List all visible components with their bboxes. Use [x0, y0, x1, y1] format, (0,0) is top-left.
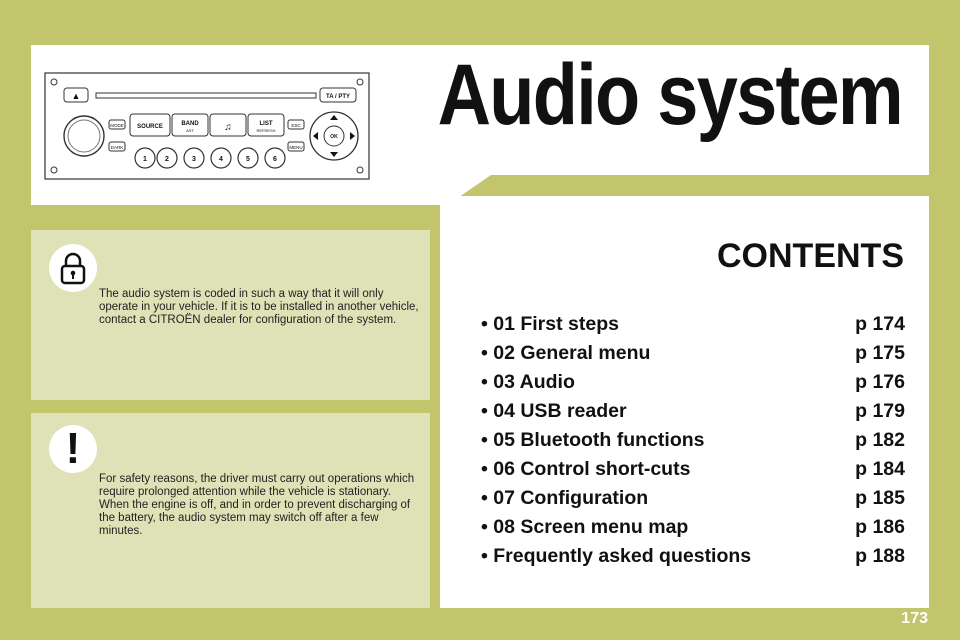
toc-item-usb-reader[interactable]: • 04 USB reader p 179	[481, 397, 905, 426]
toc-label: • 07 Configuration	[481, 487, 649, 509]
svg-text:MODE: MODE	[110, 123, 124, 128]
preset-buttons: 1 2 3 4 5 6	[134, 147, 286, 169]
svg-text:BAND: BAND	[181, 121, 199, 127]
svg-text:OK: OK	[330, 134, 338, 140]
toc-label: • 05 Bluetooth functions	[481, 429, 705, 451]
safety-notice-box: ! For safety reasons, the driver must ca…	[31, 413, 430, 608]
toc-item-screen-menu-map[interactable]: • 08 Screen menu map p 186	[481, 513, 905, 542]
toc-item-bluetooth[interactable]: • 05 Bluetooth functions p 182	[481, 426, 905, 455]
toc-label: • 04 USB reader	[481, 400, 627, 422]
toc-item-audio[interactable]: • 03 Audio p 176	[481, 368, 905, 397]
toc-label: • 02 General menu	[481, 342, 651, 364]
svg-text:TA / PTY: TA / PTY	[326, 94, 350, 100]
warning-badge: !	[49, 425, 97, 473]
exclamation-icon: !	[65, 424, 81, 473]
toc-page: p 182	[855, 429, 905, 451]
contents-heading: CONTENTS	[717, 237, 904, 275]
toc-label: • 03 Audio	[481, 371, 575, 393]
toc-item-configuration[interactable]: • 07 Configuration p 185	[481, 484, 905, 513]
arrow-down-icon	[330, 152, 338, 157]
volume-knob	[63, 115, 105, 157]
page-title: Audio system	[437, 47, 904, 143]
safety-notice-paragraph: For safety reasons, the driver must carr…	[99, 473, 415, 498]
arrow-right-icon	[350, 132, 355, 140]
ok-button	[323, 125, 345, 147]
toc-page: p 186	[855, 516, 905, 538]
toc-page: p 179	[855, 400, 905, 422]
padlock-badge	[49, 244, 97, 292]
svg-text:4: 4	[219, 156, 223, 163]
svg-text:5: 5	[246, 156, 250, 163]
toc-item-general-menu[interactable]: • 02 General menu p 175	[481, 339, 905, 368]
contents-panel	[440, 196, 929, 608]
toc-page: p 175	[855, 342, 905, 364]
svg-text:2: 2	[165, 156, 169, 163]
security-notice-text: The audio system is coded in such a way …	[99, 288, 419, 326]
toc-label: • Frequently asked questions	[481, 545, 752, 567]
toc-item-first-steps[interactable]: • 01 First steps p 174	[481, 310, 905, 339]
toc-label: • 06 Control short-cuts	[481, 458, 691, 480]
screw-icon	[356, 78, 364, 86]
toc-item-control-shortcuts[interactable]: • 06 Control short-cuts p 184	[481, 455, 905, 484]
engine-off-paragraph: When the engine is off, and in order to …	[99, 499, 411, 537]
toc-label: • 08 Screen menu map	[481, 516, 689, 538]
padlock-icon	[60, 252, 86, 285]
svg-text:6: 6	[273, 156, 277, 163]
page-number: 173	[901, 610, 928, 627]
safety-notice-text: For safety reasons, the driver must carr…	[99, 473, 419, 538]
svg-text:SOURCE: SOURCE	[137, 124, 163, 130]
toc-page: p 188	[855, 545, 905, 567]
svg-text:REFRESH: REFRESH	[256, 128, 275, 133]
toc-page: p 174	[855, 313, 905, 335]
toc-page: p 184	[855, 458, 905, 480]
table-of-contents: • 01 First steps p 174 • 02 General menu…	[481, 310, 905, 571]
screw-icon	[50, 78, 58, 86]
arrow-up-icon	[330, 115, 338, 120]
security-notice-box: The audio system is coded in such a way …	[31, 230, 430, 400]
svg-text:LIST: LIST	[260, 121, 273, 127]
toc-page: p 185	[855, 487, 905, 509]
eject-icon: ▲	[72, 91, 81, 101]
svg-text:ESC: ESC	[291, 123, 301, 128]
svg-text:DARK: DARK	[111, 145, 124, 150]
screw-icon	[356, 166, 364, 174]
svg-text:AST: AST	[186, 128, 194, 133]
radio-illustration: ▲ TA / PTY MODE DARK SOURCE BAND AST ♫ L…	[44, 72, 370, 180]
svg-text:MENU: MENU	[289, 145, 302, 150]
svg-text:3: 3	[192, 156, 196, 163]
svg-text:1: 1	[143, 156, 147, 163]
toc-label: • 01 First steps	[481, 313, 619, 335]
music-icon: ♫	[224, 122, 232, 133]
screw-icon	[50, 166, 58, 174]
arrow-left-icon	[313, 132, 318, 140]
toc-page: p 176	[855, 371, 905, 393]
toc-item-faq[interactable]: • Frequently asked questions p 188	[481, 542, 905, 571]
